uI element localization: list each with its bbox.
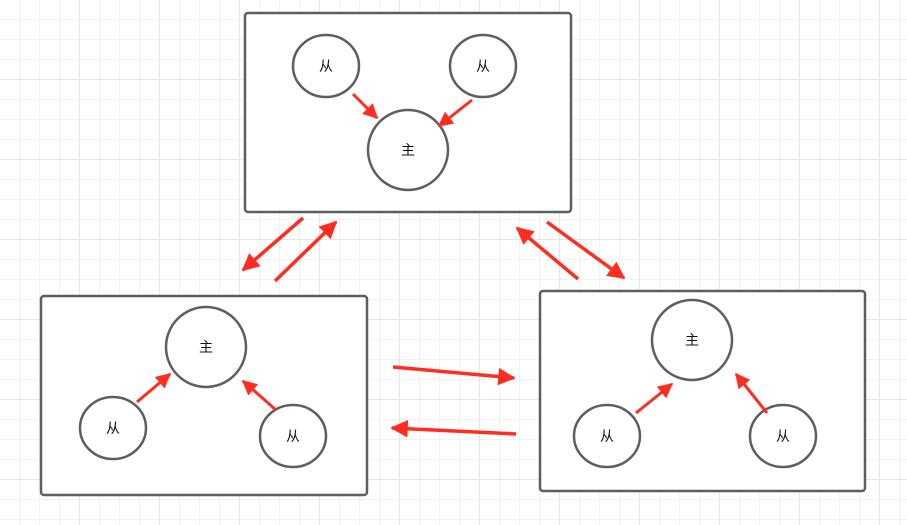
top-slave-right-node: 从 bbox=[448, 33, 518, 99]
top-master-node: 主 bbox=[366, 108, 450, 192]
left-master-label: 主 bbox=[199, 340, 213, 356]
right-arrow-slave-left-to-master bbox=[635, 382, 674, 415]
arrow-left-to-top bbox=[273, 220, 338, 283]
cluster-right: 主 从 从 bbox=[538, 289, 867, 493]
top-arrow-slave-left-to-master bbox=[351, 92, 379, 120]
arrow-left-to-right bbox=[392, 365, 516, 386]
left-slave-left-node: 从 bbox=[78, 395, 148, 461]
right-master-label: 主 bbox=[685, 333, 699, 349]
arrow-right-to-top bbox=[515, 226, 580, 281]
left-slave-right-label: 从 bbox=[286, 429, 300, 445]
cluster-left: 主 从 从 bbox=[39, 294, 369, 497]
arrow-top-to-right bbox=[545, 220, 626, 280]
arrow-top-to-left bbox=[241, 216, 305, 272]
top-slave-right-label: 从 bbox=[476, 59, 490, 75]
left-arrow-slave-left-to-master bbox=[136, 372, 172, 404]
left-slave-left-label: 从 bbox=[106, 421, 120, 437]
left-master-node: 主 bbox=[164, 305, 248, 389]
left-arrow-slave-right-to-master bbox=[241, 379, 277, 412]
top-slave-left-node: 从 bbox=[291, 33, 361, 99]
arrow-right-to-left bbox=[390, 420, 517, 438]
right-arrow-slave-right-to-master bbox=[734, 372, 769, 414]
top-slave-left-label: 从 bbox=[319, 59, 333, 75]
right-slave-right-label: 从 bbox=[776, 429, 790, 445]
inter-cluster-arrows bbox=[241, 216, 626, 438]
top-arrow-slave-right-to-master bbox=[437, 98, 473, 128]
right-slave-left-label: 从 bbox=[600, 429, 614, 445]
cluster-top: 从 从 主 bbox=[243, 11, 573, 214]
right-master-node: 主 bbox=[650, 298, 734, 382]
right-slave-right-node: 从 bbox=[748, 403, 818, 469]
right-slave-left-node: 从 bbox=[572, 403, 642, 469]
top-master-label: 主 bbox=[401, 143, 415, 159]
left-slave-right-node: 从 bbox=[258, 403, 328, 469]
